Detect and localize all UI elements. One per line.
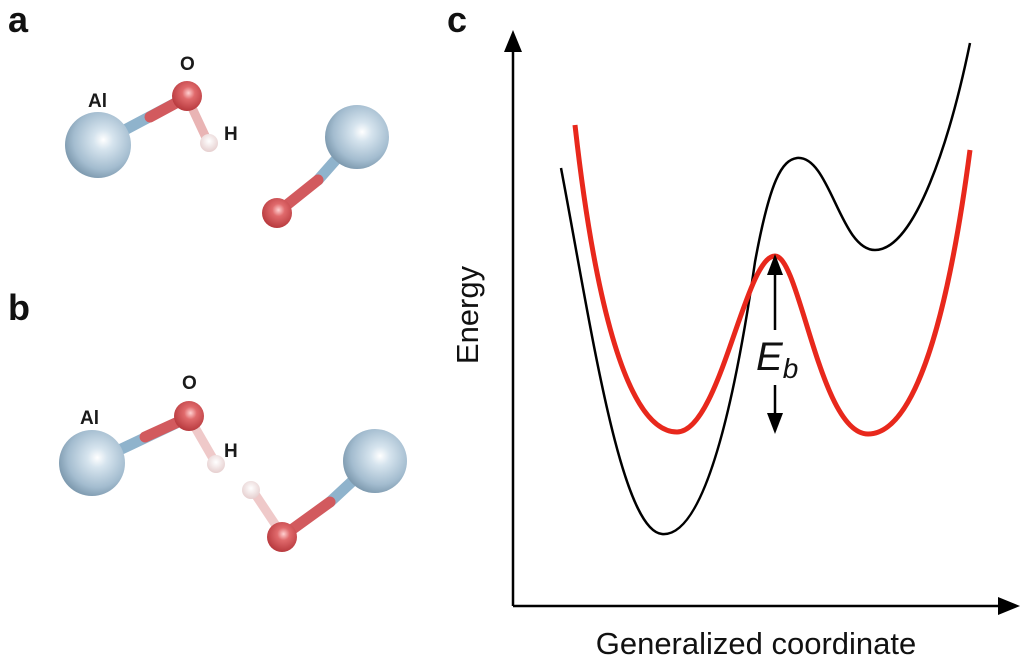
panel-a-right-molecule (262, 105, 389, 228)
panel-a-al-label: Al (88, 91, 107, 112)
y-axis-label: Energy (450, 265, 485, 364)
barrier-energy-label: Eb (756, 335, 798, 384)
panel-a-o-label: O (180, 54, 195, 75)
panel-b-al-atom (59, 430, 125, 496)
barrier-energy-symbol: E (756, 335, 784, 379)
panel-b-al-label: Al (80, 408, 99, 429)
panel-a-al-atom (65, 112, 131, 178)
panel-b-left-molecule: Al O H (59, 373, 238, 496)
panel-a-h-atom (200, 134, 218, 152)
x-axis-label: Generalized coordinate (596, 626, 917, 661)
panel-a-right-al-atom (325, 105, 389, 169)
panel-b-label: b (8, 287, 30, 328)
red-energy-curve (572, 124, 973, 437)
panel-b-right-al-atom (343, 429, 407, 493)
panel-a-label: a (8, 0, 29, 40)
panel-b-o-atom (174, 401, 204, 431)
panel-b-right-molecule (242, 429, 407, 552)
panel-b-h-atom (207, 455, 225, 473)
barrier-energy-subscript: b (783, 353, 799, 384)
panel-b-o-label: O (182, 373, 197, 394)
y-axis-arrowhead (504, 30, 522, 52)
panel-a-right-o-atom (262, 198, 292, 228)
panel-b: b Al O H (8, 287, 407, 552)
panel-b-right-o-atom (267, 522, 297, 552)
panel-b-right-h-atom (242, 481, 260, 499)
barrier-arrow-down-head (767, 413, 783, 434)
black-energy-curve (559, 42, 972, 536)
x-axis-arrowhead (998, 597, 1020, 615)
panel-c-label: c (447, 0, 467, 40)
panel-a-left-molecule: Al O H (65, 54, 238, 178)
panel-c: c Energy Generalized coordinate Eb (447, 0, 1020, 661)
panel-a-o-atom (172, 81, 202, 111)
barrier-arrow-up-head (767, 254, 783, 275)
panel-a-h-label: H (224, 124, 238, 145)
panel-b-h-label: H (224, 441, 238, 462)
panel-a: a Al O H (8, 0, 389, 228)
